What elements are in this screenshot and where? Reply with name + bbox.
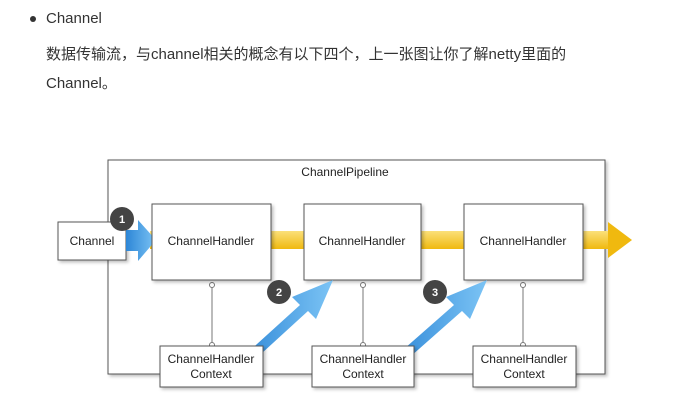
context-box-3 xyxy=(472,345,577,388)
svg-text:3: 3 xyxy=(432,287,438,299)
context-3-line1: ChannelHandler xyxy=(481,352,568,366)
context-1-line1: ChannelHandler xyxy=(168,352,255,366)
pipeline-label: ChannelPipeline xyxy=(301,165,389,179)
context-2-line2: Context xyxy=(342,367,384,381)
step-badge-3: 3 xyxy=(423,280,447,304)
svg-text:2: 2 xyxy=(276,287,282,299)
handler-label-1: ChannelHandler xyxy=(168,234,255,248)
context-box-1 xyxy=(159,345,264,388)
handler-label-2: ChannelHandler xyxy=(319,234,406,248)
paragraph-line-1: 数据传输流，与channel相关的概念有以下四个，上一张图让你了解netty里面… xyxy=(46,46,567,63)
context-3-line2: Context xyxy=(503,367,545,381)
blue-arrow-3 xyxy=(388,280,487,364)
bullet-title: Channel xyxy=(46,10,102,27)
bullet-item: Channel xyxy=(30,10,102,27)
step-badge-2: 2 xyxy=(267,280,291,304)
bullet-dot xyxy=(30,15,36,22)
handler-box-1 xyxy=(151,203,272,281)
paragraph-line-2: Channel。 xyxy=(46,75,117,92)
handler-box-2 xyxy=(303,203,422,281)
handler-label-3: ChannelHandler xyxy=(480,234,567,248)
blue-arrow-1 xyxy=(126,220,156,261)
context-box-2 xyxy=(311,345,415,388)
step-badge-1: 1 xyxy=(110,207,134,231)
channel-label: Channel xyxy=(70,234,115,248)
blue-arrow-2 xyxy=(236,280,333,364)
description-paragraph: 数据传输流，与channel相关的概念有以下四个，上一张图让你了解netty里面… xyxy=(46,40,646,98)
context-1-line2: Context xyxy=(190,367,232,381)
handler-box-3 xyxy=(463,203,584,281)
svg-text:1: 1 xyxy=(119,214,125,226)
context-2-line1: ChannelHandler xyxy=(320,352,407,366)
